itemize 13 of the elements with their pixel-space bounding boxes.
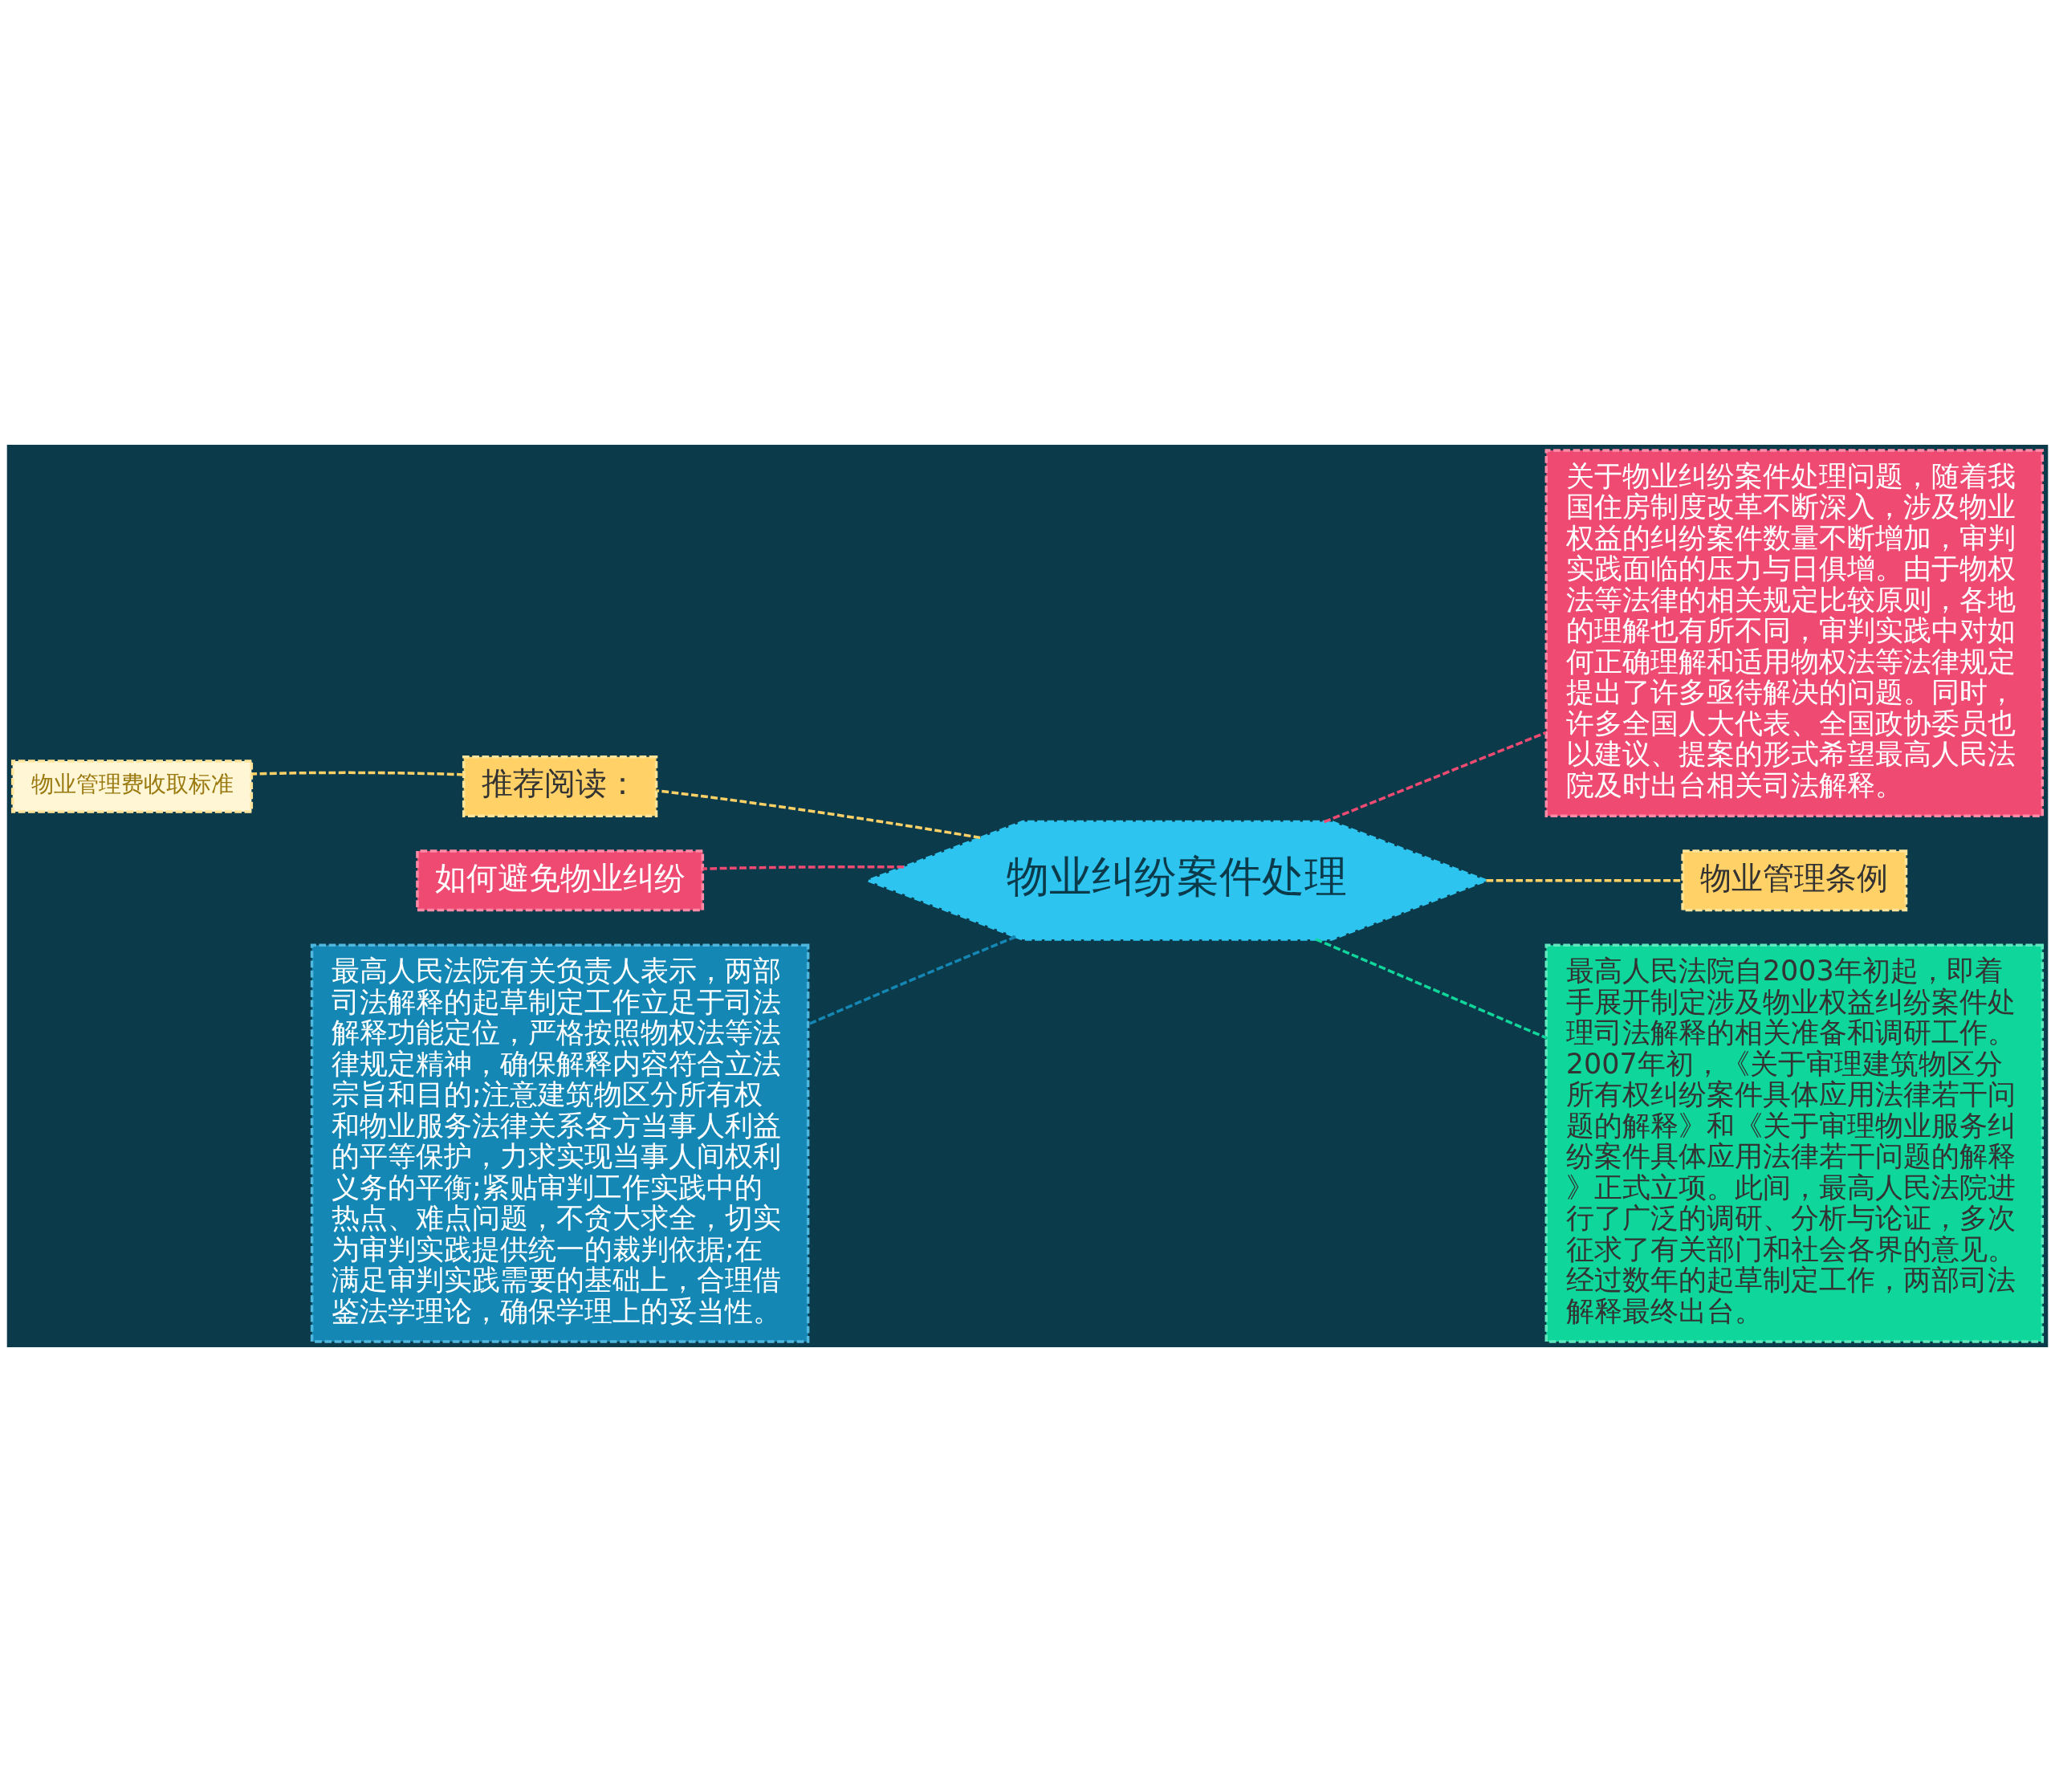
node-box: 物业管理条例	[1681, 849, 1908, 912]
connector	[808, 935, 1016, 1026]
node-box: 如何避免物业纠纷	[416, 849, 705, 912]
node-box: 物业管理费收取标准	[10, 760, 254, 813]
connector	[1315, 938, 1547, 1040]
node-box: 推荐阅读：	[462, 755, 658, 817]
node-box: 关于物业纠纷案件处理问题，随着我国住房制度改革不断深入，涉及物业权益的纠纷案件数量不断增加，审判实践面临的压力与日俱增。由于物权法等法律的相关规定比较原则，各地的理解也有所不同，审判实践中对如何正确理解和适用物权法等法律规定提出了许多亟待解决的问题。同时，许多全国人大代表、全国政协委员也以建议、提案的形式希望最高人民法院及时出台相关司法解释。	[1544, 449, 2045, 817]
connector	[1323, 731, 1547, 824]
connector	[702, 865, 905, 870]
node-box: 最高人民法院自2003年初起，即着手展开制定涉及物业权益纠纷案件处理司法解释的相关准备和调研工作。2007年初，《关于审理建筑物区分所有权纠纷案件具体应用法律若干问题的解释》和《关于审理物业服务纠纷案件具体应用法律若干问题的解释》正式立项。此间，最高人民法院进行了广泛的调研、分析与论证，多次征求了有关部门和社会各界的意见。经过数年的起草制定工作，两部司法解释最终出台。	[1544, 943, 2045, 1343]
connector	[656, 789, 981, 840]
connector	[251, 771, 464, 776]
node-box: 最高人民法院有关负责人表示，两部司法解释的起草制定工作立足于司法解释功能定位，严格按照物权法等法律规定精神，确保解释内容符合立法宗旨和目的;注意建筑物区分所有权和物业服务法律关系各方当事人利益的平等保护，力求实现当事人间权利义务的平衡;紧贴审判工作实践中的热点、难点问题，不贪大求全，切实为审判实践提供统一的裁判依据;在满足审判实践需要的基础上，合理借鉴法学理论，确保学理上的妥当性。	[310, 943, 810, 1343]
